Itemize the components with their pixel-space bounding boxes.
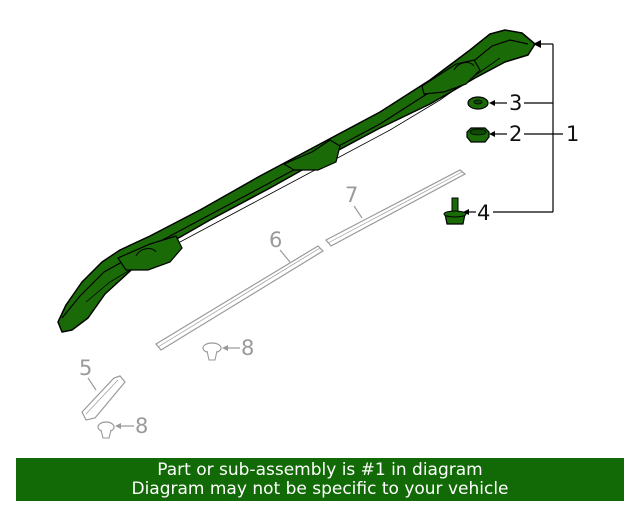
callout-8b-arrowhead [115,423,121,429]
callout-2: 2 [509,122,522,146]
callout-1: 1 [566,122,579,146]
bolt-part[interactable] [443,197,467,225]
callout-3: 3 [509,91,522,115]
callout-8-lower: 8 [135,414,148,438]
nut-part[interactable] [466,127,490,143]
callout-2-arrowhead [489,131,495,137]
callout-8a-arrowhead [222,345,228,351]
roof-rail-rear-mount [421,59,481,95]
callout-6-leader [279,249,291,263]
callout-4-arrowhead [463,209,469,215]
molding-strip-6-edge [157,247,321,348]
callout-8-upper: 8 [241,336,254,360]
washer-part[interactable] [467,96,489,110]
roof-rail-front-mount [117,235,183,271]
callout-5-leader [87,377,97,391]
end-piece-5-part[interactable] [81,375,126,421]
roof-rail-rear-mount-hole [453,62,475,71]
callout-7: 7 [345,183,358,207]
molding-strip-6-part[interactable] [155,245,324,351]
roof-rail-part[interactable] [57,29,536,333]
callout-5: 5 [79,356,92,380]
washer-hole [473,99,483,105]
callout-7-leader [353,205,363,219]
molding-strip-7-edge [327,171,463,244]
molding-strip-7-part[interactable] [325,169,467,247]
banner-line-1: Part or sub-assembly is #1 in diagram [157,460,483,480]
callout-1-arrowhead [533,40,541,48]
exploded-parts-diagram: 3 2 4 1 7 [57,29,579,439]
clip-8-lower-part[interactable] [97,421,115,439]
clip-8-upper-part[interactable] [202,342,222,361]
callout-3-arrowhead [489,100,495,106]
callout-6: 6 [269,228,282,252]
clip-8-lower-stem [100,429,112,439]
roof-rail-front-mount-hole [135,248,157,257]
info-banner: Part or sub-assembly is #1 in diagram Di… [16,458,624,501]
nut-top [469,128,487,136]
end-piece-5-edge [85,379,119,415]
end-piece-5-shape [81,375,126,421]
bolt-flange [443,210,467,218]
banner-line-2: Diagram may not be specific to your vehi… [131,479,509,499]
roof-rail-middle-mount [282,139,341,171]
callout-4: 4 [477,201,490,225]
bolt-shaft [451,197,459,213]
clip-8-upper-stem [206,350,218,361]
